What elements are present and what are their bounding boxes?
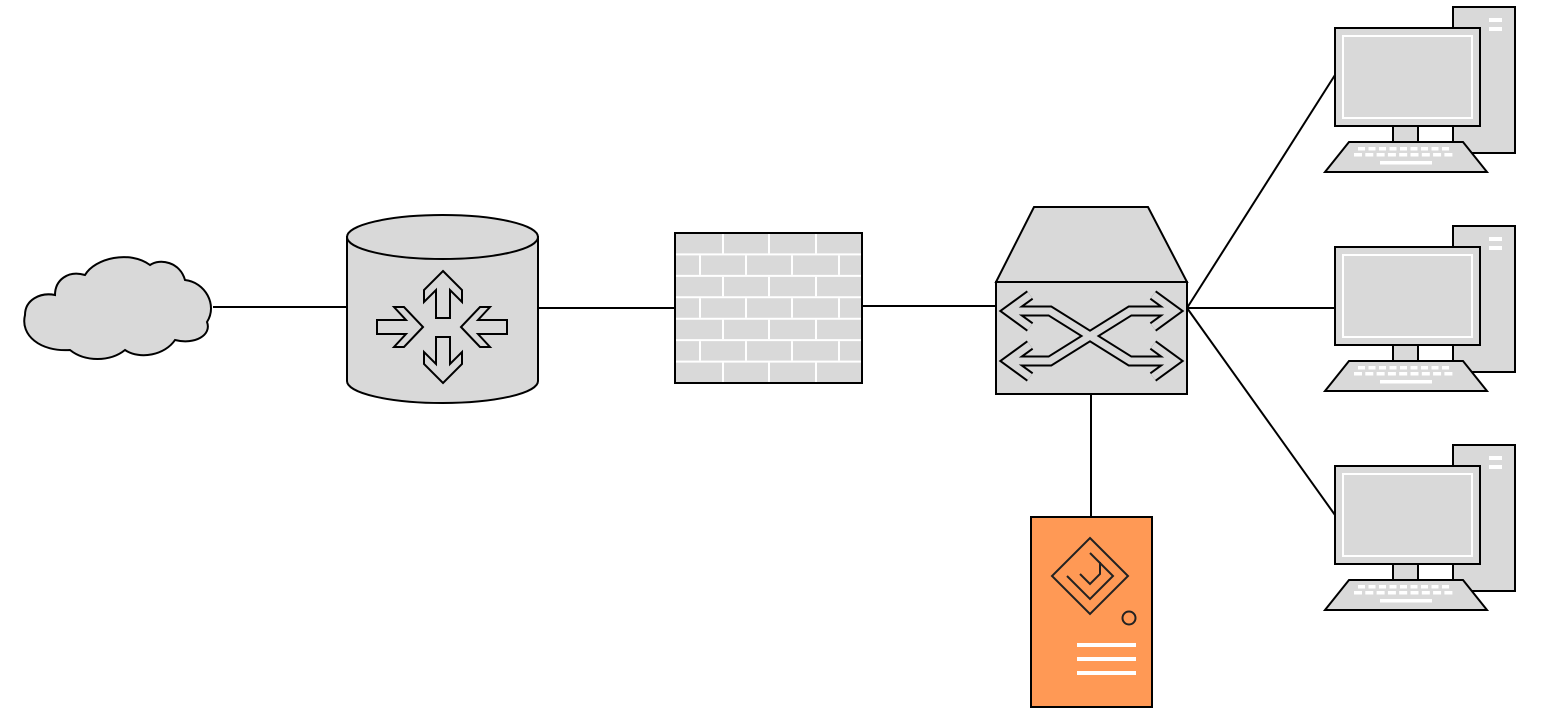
arrow-fill: [1002, 342, 1033, 380]
drive-bay: [1489, 465, 1502, 469]
arrow-fill: [1150, 292, 1181, 330]
drive-slots: [1077, 643, 1136, 675]
desktop-computer-icon: [1322, 225, 1516, 392]
monitor-stand: [1392, 344, 1419, 362]
link-switch-workstation-3: [1186, 307, 1336, 516]
brick-pattern: [676, 234, 861, 382]
monitor: [1334, 27, 1481, 127]
monitor-stand: [1392, 125, 1419, 143]
monitor-screen: [1342, 473, 1473, 557]
arrow-up-icon: [423, 269, 463, 319]
links: [213, 74, 1336, 517]
drive-bay: [1489, 18, 1502, 22]
keyboard-keys: [1354, 585, 1453, 603]
switch-icon: [994, 206, 1189, 395]
router-icon: [346, 214, 539, 404]
desktop-computer-icon: [1322, 444, 1516, 611]
keyboard: [1322, 579, 1490, 611]
arrow-fill: [1010, 307, 1172, 365]
arrow-right-icon: [376, 306, 425, 348]
keyboard-keys: [1354, 147, 1453, 165]
drive-bay: [1489, 237, 1502, 241]
keyboard: [1322, 360, 1490, 392]
arrow-left-icon: [459, 306, 508, 348]
keyboard: [1322, 141, 1490, 173]
crossing-arrows-icon: [998, 290, 1185, 382]
keyboard-keys: [1354, 366, 1453, 384]
cloud-icon: [23, 256, 212, 360]
monitor-screen: [1342, 35, 1473, 119]
monitor: [1334, 246, 1481, 346]
monitor-stand: [1392, 563, 1419, 581]
drive-bay: [1489, 456, 1502, 460]
firewall-icon: [674, 232, 863, 384]
drive-bay: [1489, 246, 1502, 250]
arrow-down-icon: [423, 336, 463, 385]
drive-bay: [1489, 27, 1502, 31]
monitor-screen: [1342, 254, 1473, 338]
monitor: [1334, 465, 1481, 565]
desktop-computer-icon: [1322, 6, 1516, 173]
arrow-fill: [1150, 342, 1181, 380]
arrow-fill: [1002, 292, 1033, 330]
workstations: [1322, 6, 1516, 611]
server-logo-icon: [1050, 536, 1130, 616]
power-led-icon: [1121, 610, 1137, 626]
server-icon: [1030, 516, 1153, 708]
link-switch-workstation-1: [1186, 74, 1336, 309]
